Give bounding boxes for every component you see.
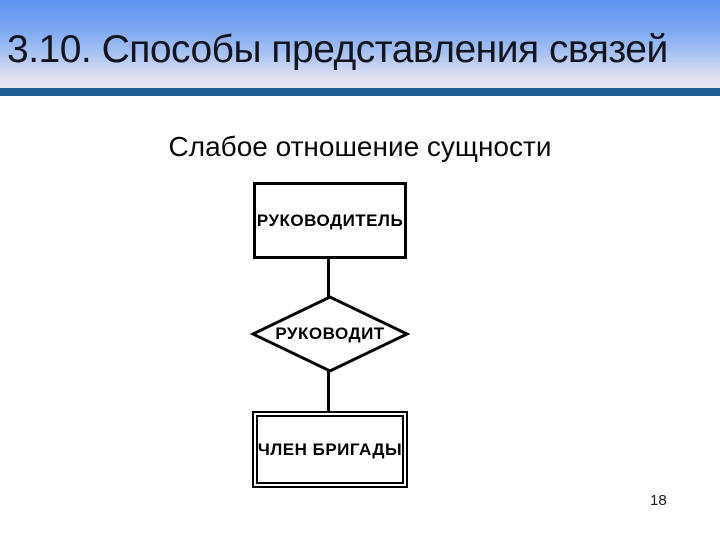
diamond-polygon [249,295,411,373]
entity-bottom-label: ЧЛЕН БРИГАДЫ [257,439,403,459]
slide-title: 3.10. Способы представления связей [7,28,668,71]
relationship-label: РУКОВОДИТ [275,324,385,343]
relationship-diamond: РУКОВОДИТ [248,292,412,376]
slide-subtitle: Слабое отношение сущности [168,131,552,162]
entity-box-rukovoditel: РУКОВОДИТЕЛЬ [253,182,407,259]
header-divider-bar [0,88,720,96]
weak-entity-box-chlen-brigady: ЧЛЕН БРИГАДЫ [252,411,408,488]
connector-line-bottom [327,370,330,413]
relationship-diamond-shape [249,295,411,373]
connector-line-top [327,258,330,299]
slide-header: 3.10. Способы представления связей [0,0,720,88]
weak-entity-inner-border: ЧЛЕН БРИГАДЫ [256,415,404,484]
entity-top-label: РУКОВОДИТЕЛЬ [256,210,404,230]
page-number: 18 [650,492,667,509]
